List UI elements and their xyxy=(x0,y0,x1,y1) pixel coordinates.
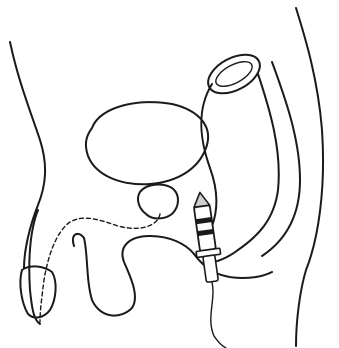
probe-body xyxy=(194,205,216,251)
probe-handle xyxy=(203,255,219,282)
